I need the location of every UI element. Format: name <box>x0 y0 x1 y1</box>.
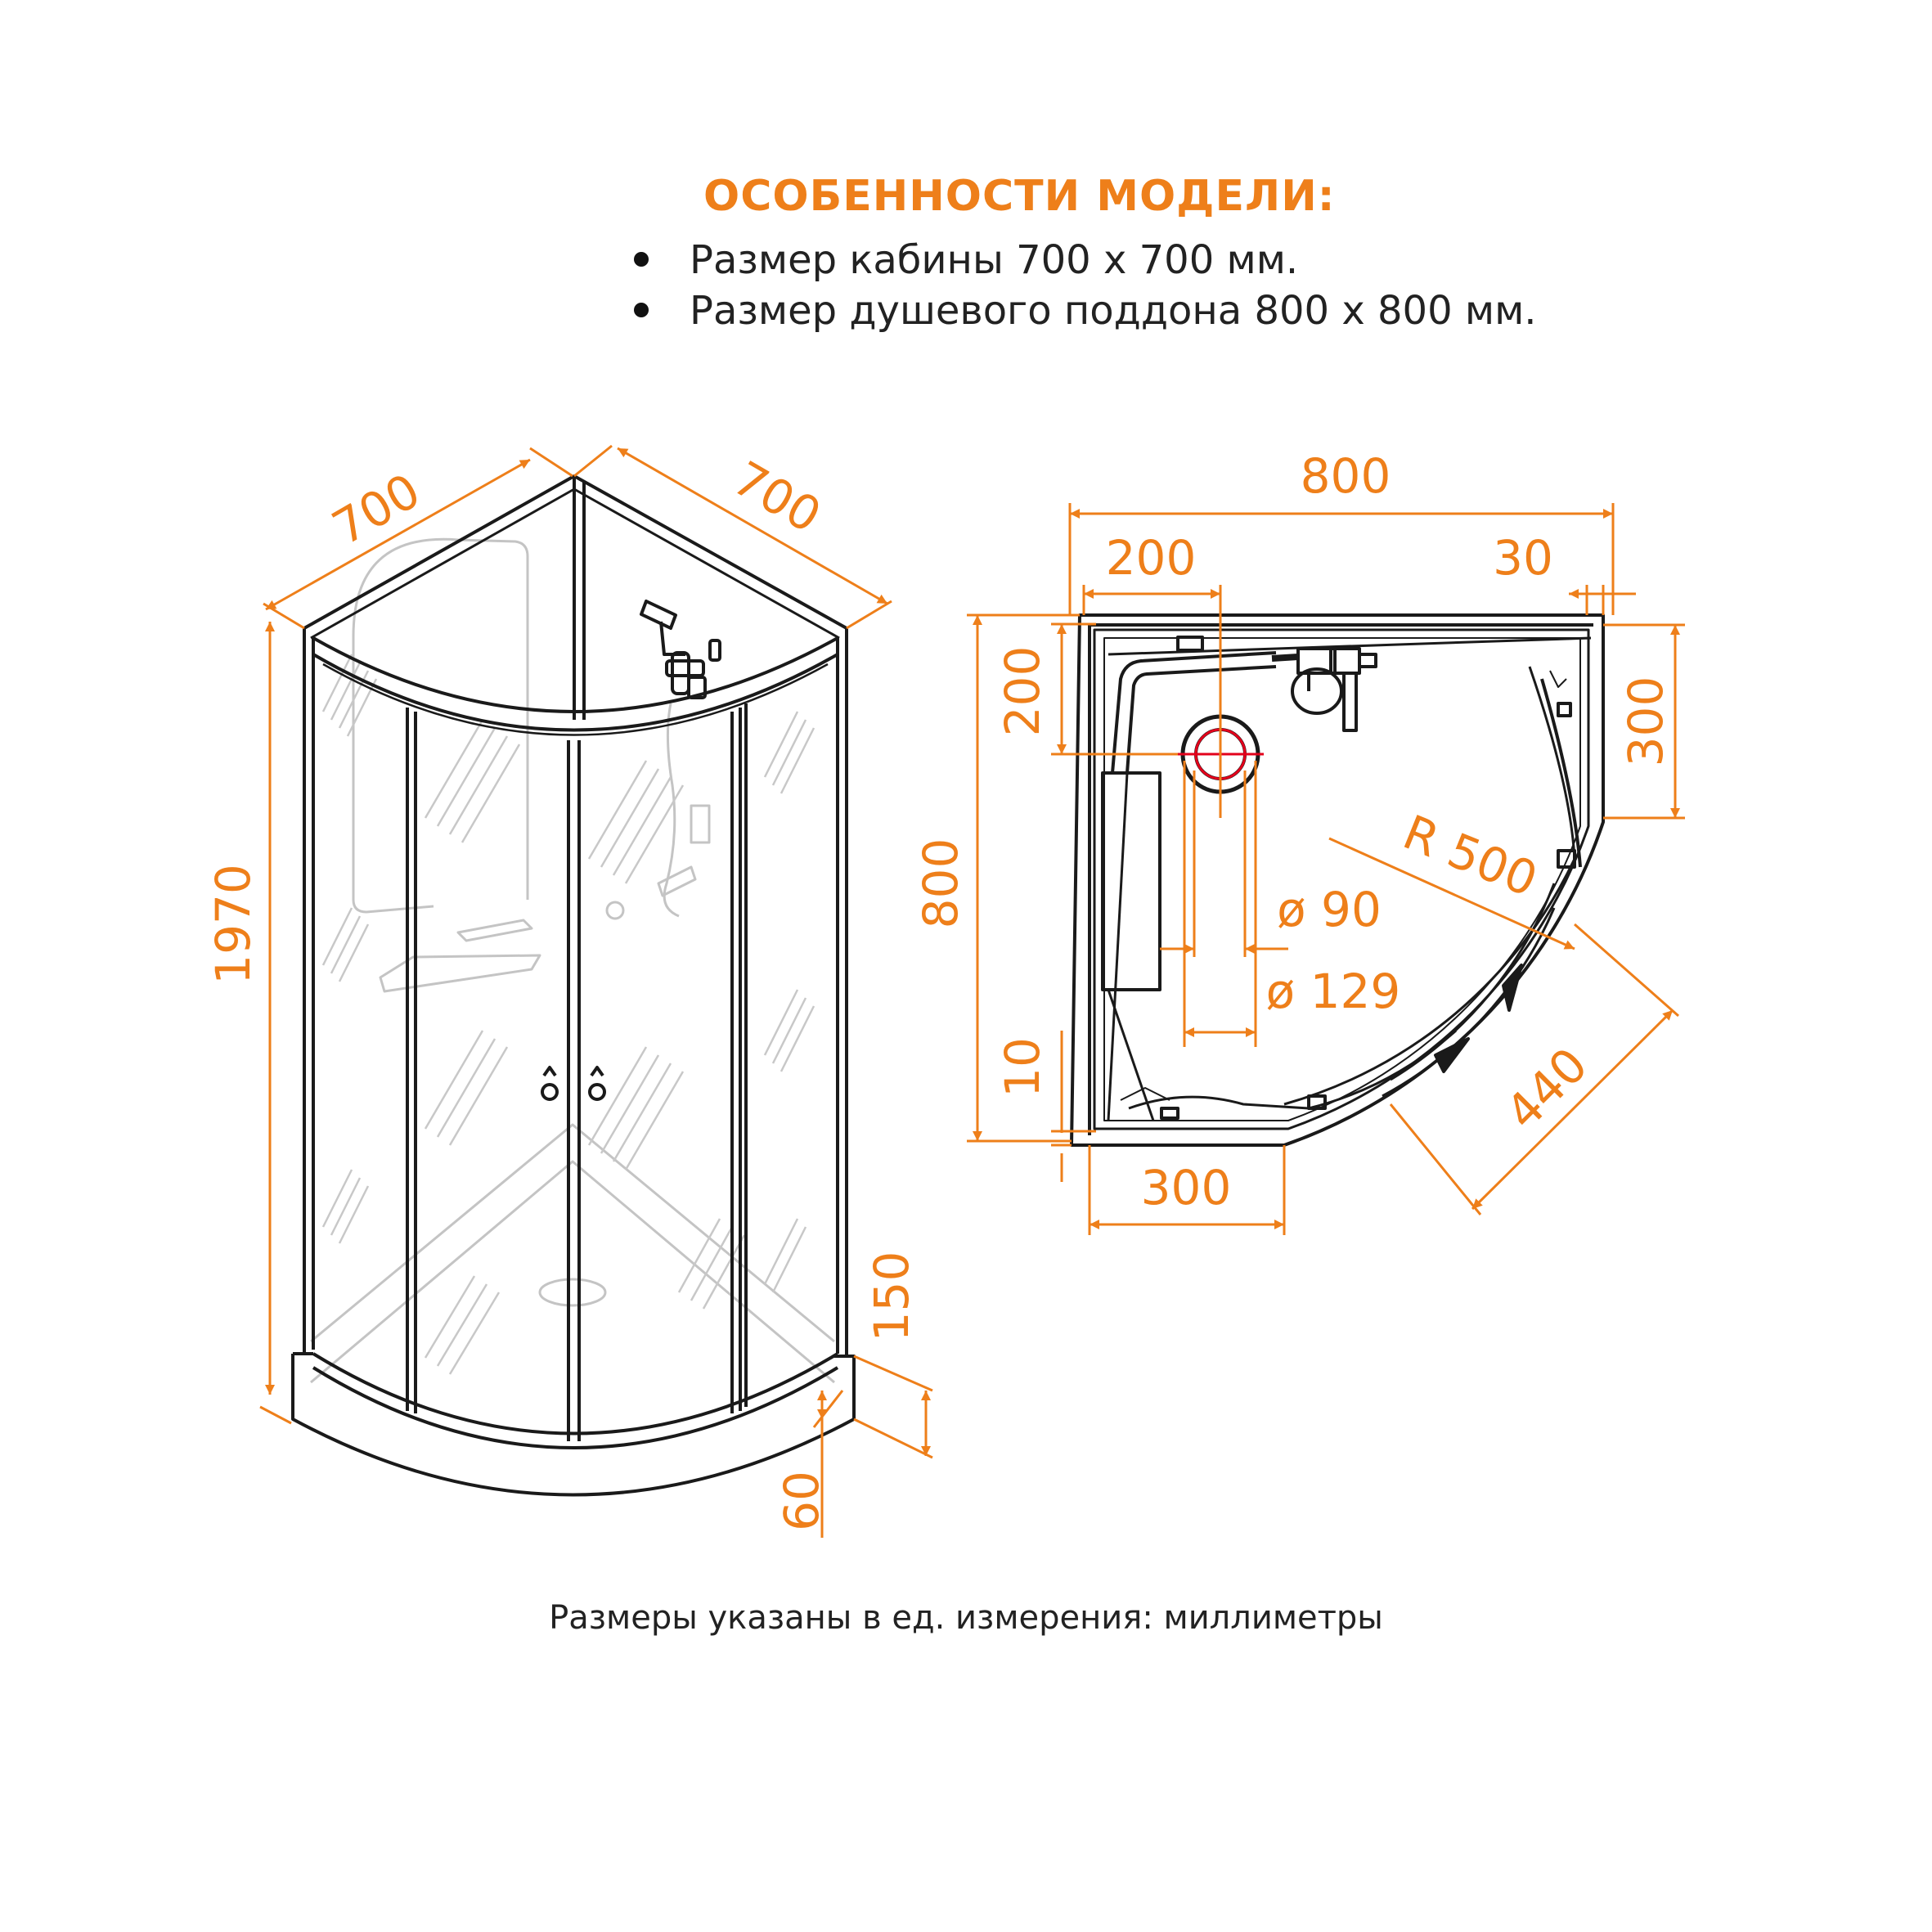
dim-top-offset: 200 <box>995 646 1050 737</box>
glass-reflections <box>321 654 815 1375</box>
dim-bottom-gap: 10 <box>995 1037 1050 1098</box>
feature-item: Размер душевого поддона 800 х 800 мм. <box>634 288 1537 334</box>
dim-door-opening: 440 <box>1495 1037 1598 1140</box>
features-title: ОСОБЕННОСТИ МОДЕЛИ: <box>703 172 1336 221</box>
shower-mixer <box>640 600 721 699</box>
bullet-icon <box>634 252 649 267</box>
dim-depth: 800 <box>913 838 968 929</box>
dim-left-offset: 200 <box>1106 530 1197 586</box>
dim-right-side: 300 <box>1618 676 1674 767</box>
dim-right-offset: 30 <box>1493 530 1553 586</box>
dim-drain-inner: ø 90 <box>1277 882 1382 937</box>
dim-overall: 800 <box>1301 448 1391 504</box>
feature-item: Размер кабины 700 х 700 мм. <box>634 237 1298 283</box>
mixer-plan <box>1176 636 1377 732</box>
bullet-icon <box>634 303 649 317</box>
dim-drain-outer: ø 129 <box>1266 964 1401 1019</box>
plan-dimensions <box>967 503 1685 1235</box>
dim-radius: R 500 <box>1395 804 1545 908</box>
dim-tray-height: 150 <box>864 1251 919 1342</box>
dim-bottom-straight: 300 <box>1141 1160 1232 1215</box>
dim-width-right: 700 <box>724 451 830 544</box>
dim-tray-base: 60 <box>774 1471 829 1531</box>
cabin-3d-dimensions <box>259 444 933 1538</box>
dim-height: 1970 <box>205 864 261 985</box>
cabin-3d-view <box>291 474 856 1497</box>
units-note: Размеры указаны в ед. измерения: миллиме… <box>549 1599 1383 1637</box>
